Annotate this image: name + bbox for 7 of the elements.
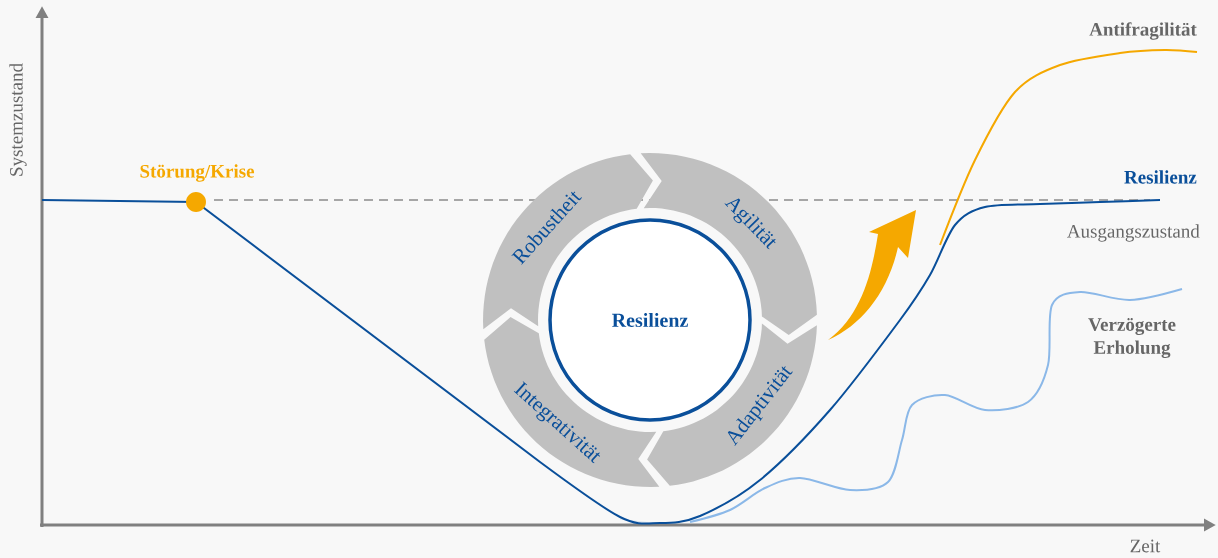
axis-label: Systemzustand	[9, 63, 27, 176]
event-label: Störung/Krise	[140, 164, 255, 182]
curve-label: Resilienz	[1124, 170, 1197, 184]
curve-label: Verzögerte Erholung	[1088, 318, 1176, 358]
curve-label: Ausgangszustand	[1067, 224, 1200, 242]
curve-label: Antifragilität	[1089, 22, 1197, 40]
axis-label: Zeit	[1130, 539, 1161, 553]
